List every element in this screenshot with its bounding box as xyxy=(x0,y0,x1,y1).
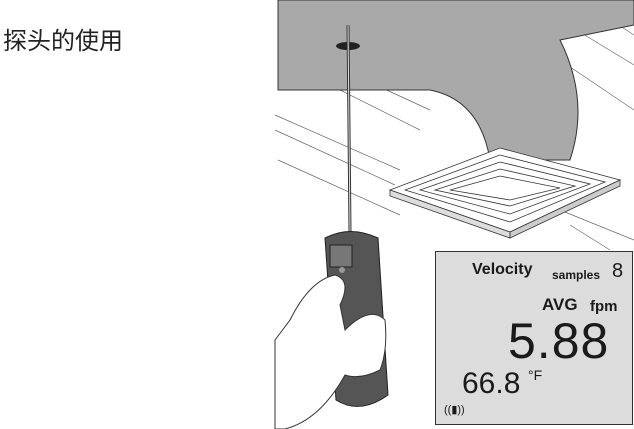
mode-label: Velocity xyxy=(472,261,533,278)
velocity-reading: 5.88 xyxy=(508,313,610,369)
avg-label: AVG xyxy=(542,295,578,314)
meter-display: Velocity samples 8 AVG fpm 5.88 66.8 °F … xyxy=(435,251,633,425)
temperature-unit: °F xyxy=(528,367,543,383)
temperature-reading: 66.8 xyxy=(462,367,521,400)
air-duct xyxy=(277,0,634,161)
page-title: 探头的使用 xyxy=(3,27,123,55)
samples-value: 8 xyxy=(612,260,624,282)
samples-label: samples xyxy=(552,268,601,282)
unit-label: fpm xyxy=(590,298,618,315)
signal-icon: ((▮)) xyxy=(444,404,465,416)
diffuser xyxy=(388,147,622,239)
hand xyxy=(274,274,387,429)
